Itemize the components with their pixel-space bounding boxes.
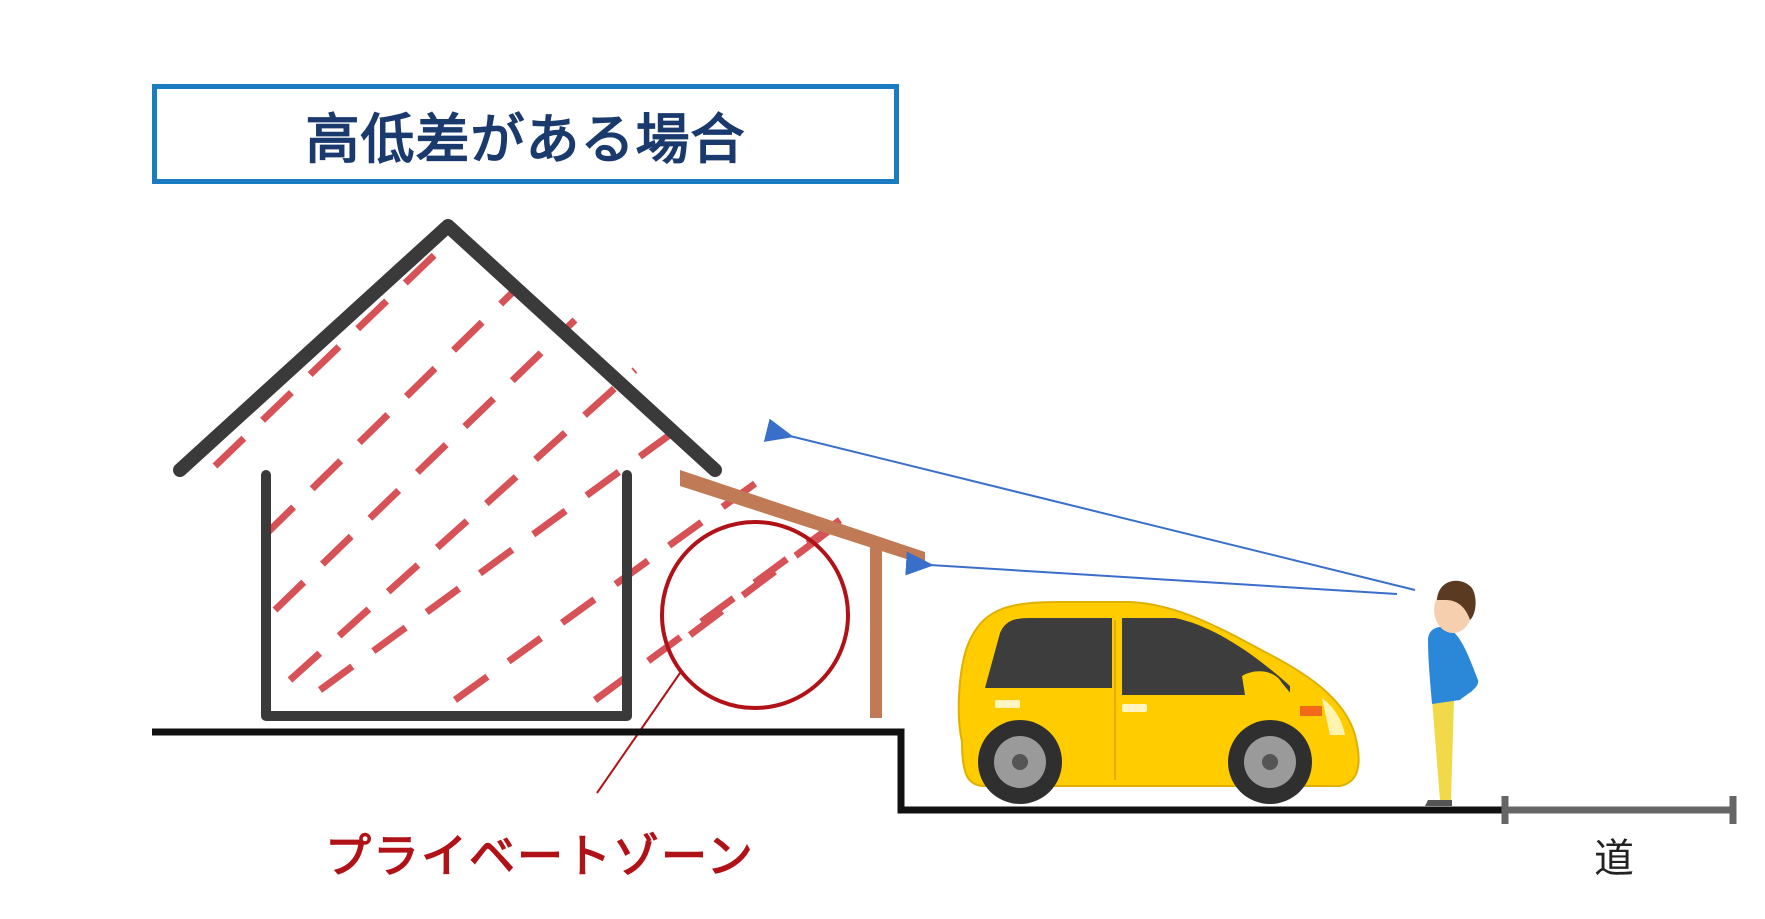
house-roof bbox=[173, 219, 722, 477]
car-icon bbox=[957, 601, 1360, 804]
carport-icon bbox=[680, 470, 925, 718]
title-box: 高低差がある場合 bbox=[152, 84, 899, 184]
private-zone-circle bbox=[660, 520, 850, 710]
ground-line bbox=[152, 728, 1503, 814]
house-icon bbox=[173, 219, 722, 721]
road-marker bbox=[1501, 796, 1737, 824]
title-text: 高低差がある場合 bbox=[305, 107, 746, 171]
road-label: 道 bbox=[1594, 836, 1634, 882]
sight-line-upper bbox=[763, 418, 1416, 591]
house-walls bbox=[261, 470, 632, 721]
sight-line-lower bbox=[905, 551, 1398, 595]
private-zone-label: プライベートゾーン bbox=[325, 829, 755, 883]
privacy-hatching bbox=[212, 237, 843, 703]
sight-lines bbox=[763, 418, 1416, 595]
person-icon bbox=[1425, 580, 1479, 806]
